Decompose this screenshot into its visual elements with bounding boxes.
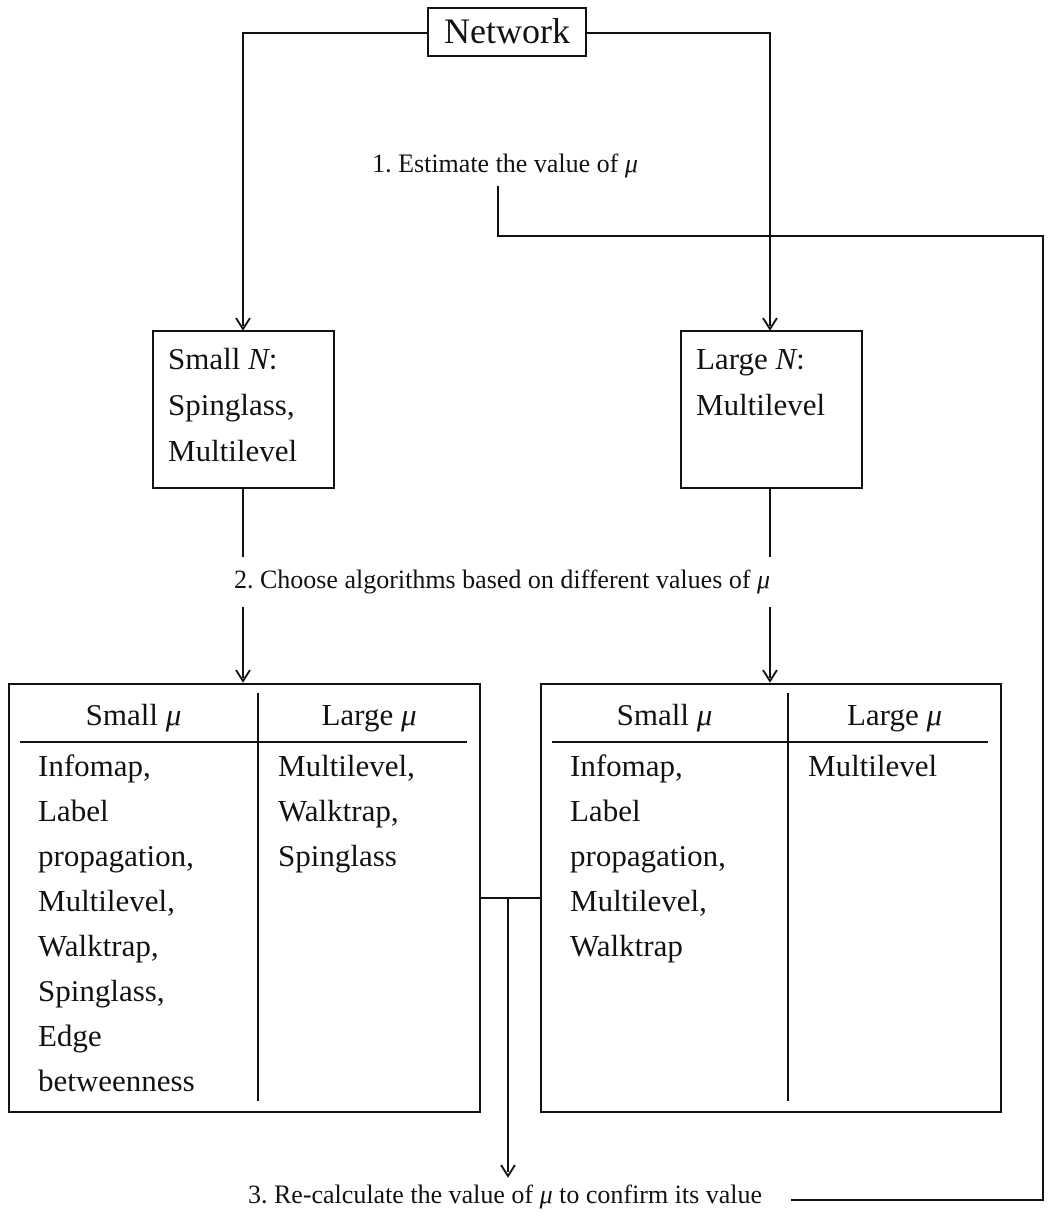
step2-label: 2. Choose algorithms based on different …	[152, 565, 852, 595]
header-text: Large	[321, 697, 401, 732]
network-label: Network	[444, 11, 570, 51]
left-table-header-large-mu: Large μ	[259, 693, 479, 737]
small-n-algorithms: Spinglass, Multilevel	[168, 387, 298, 468]
right-table-column-divider	[787, 693, 789, 1101]
small-n-title: Small N:	[168, 336, 333, 382]
right-table-header-rule	[552, 741, 988, 743]
left-algorithm-table: Small μ Large μ Infomap, Label propagati…	[8, 683, 481, 1113]
mu-symbol: μ	[539, 1180, 553, 1209]
step3-text-prefix: 3. Re-calculate the value of	[247, 1180, 540, 1209]
edge-network-to-small-n	[242, 32, 427, 326]
small-n-title-prefix: Small	[168, 341, 249, 376]
header-text: Small	[85, 697, 166, 732]
arrowhead-step3-icon	[500, 1164, 516, 1178]
left-table-large-mu-cell: Multilevel, Walktrap, Spinglass	[278, 748, 415, 873]
left-table-header-rule	[20, 741, 467, 743]
mu-symbol: μ	[624, 149, 638, 178]
small-n-box: Small N: Spinglass, Multilevel	[152, 330, 335, 489]
step3-text-suffix: to confirm its value	[552, 1180, 763, 1209]
right-table-large-mu-cell: Multilevel	[808, 748, 938, 783]
mu-symbol: μ	[926, 697, 943, 732]
left-table-column-divider	[257, 693, 259, 1101]
edge-network-to-large-n	[587, 32, 771, 326]
large-n-title: Large N:	[696, 336, 861, 382]
mu-symbol: μ	[696, 697, 713, 732]
network-box: Network	[427, 7, 587, 57]
right-table-header-small-mu: Small μ	[542, 693, 787, 737]
right-table-small-mu-cell: Infomap, Label propagation, Multilevel, …	[570, 748, 726, 963]
mu-symbol: μ	[756, 565, 771, 594]
step3-label: 3. Re-calculate the value of μ to confir…	[155, 1180, 855, 1210]
step1-text: 1. Estimate the value of	[372, 149, 625, 178]
mu-symbol: μ	[400, 697, 417, 732]
mu-symbol: μ	[165, 697, 182, 732]
arrowhead-large-n-icon	[762, 317, 778, 331]
step1-label: 1. Estimate the value of μ	[205, 149, 805, 179]
n-symbol: N	[775, 341, 797, 376]
header-text: Small	[616, 697, 697, 732]
right-algorithm-table: Small μ Large μ Infomap, Label propagati…	[540, 683, 1002, 1113]
header-text: Large	[846, 697, 927, 732]
edge-step1-feedback-loop	[497, 186, 1044, 1201]
large-n-title-colon: :	[796, 341, 805, 376]
arrowhead-right-table-icon	[762, 669, 778, 683]
left-table-small-mu-cell: Infomap, Label propagation, Multilevel, …	[38, 748, 195, 1098]
step2-text: 2. Choose algorithms based on different …	[233, 565, 757, 594]
n-symbol: N	[248, 341, 269, 376]
left-table-header-small-mu: Small μ	[10, 693, 257, 737]
arrowhead-small-n-icon	[235, 317, 251, 331]
small-n-title-colon: :	[268, 341, 278, 376]
right-table-header-large-mu: Large μ	[789, 693, 1000, 737]
large-n-title-prefix: Large	[696, 341, 776, 376]
large-n-box: Large N: Multilevel	[680, 330, 863, 489]
large-n-algorithms: Multilevel	[696, 387, 826, 422]
arrowhead-left-table-icon	[235, 669, 251, 683]
